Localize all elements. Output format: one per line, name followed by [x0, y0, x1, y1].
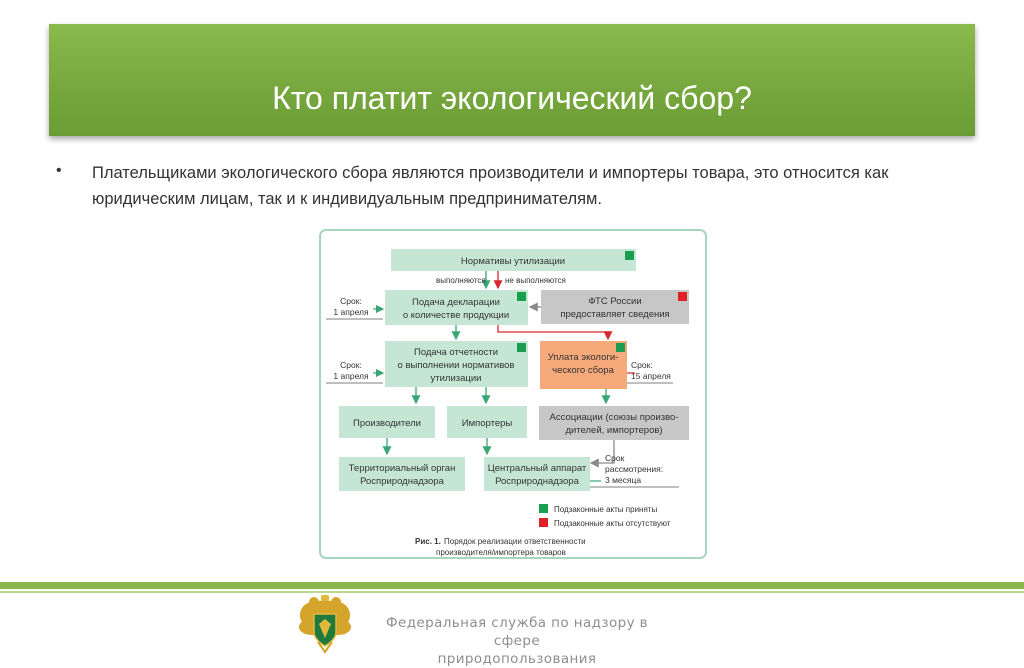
- review-line3: 3 месяца: [605, 475, 641, 485]
- slide-title: Кто платит экологический сбор?: [272, 80, 752, 116]
- bottom-bar: [0, 582, 1024, 589]
- bottom-divider: [0, 591, 1024, 593]
- fts-line1: ФТС России: [588, 296, 641, 307]
- diagram-frame: Нормативы утилизации выполняются не выпо…: [319, 229, 707, 559]
- review-line1: Срок: [605, 453, 625, 463]
- report-line2: о выполнении нормативов: [398, 360, 515, 371]
- territorial-line2: Росприроднадзора: [360, 476, 444, 487]
- declaration-box: [385, 290, 528, 325]
- associations-line1: Ассоциации (союзы произво-: [550, 412, 679, 423]
- arrow-associations-to-central: [589, 440, 615, 468]
- responsibility-flow-diagram: Нормативы утилизации выполняются не выпо…: [326, 249, 689, 557]
- associations-box: [539, 406, 689, 440]
- title-banner: Кто платит экологический сбор?: [49, 24, 975, 136]
- importers-label: Импортеры: [462, 418, 513, 429]
- fts-box: [541, 290, 689, 324]
- payment-deadline-date: 15 апреля: [631, 371, 671, 381]
- norms-box: [391, 249, 636, 271]
- caption-line1: Порядок реализации ответственности: [444, 537, 586, 546]
- fulfilled-label: выполняются: [436, 276, 486, 285]
- associations-line2: дителей, импортеров): [565, 425, 662, 436]
- importers-box: [447, 406, 527, 438]
- norms-label: Нормативы утилизации: [461, 256, 565, 267]
- agency-name-line2: природопользования: [437, 651, 597, 667]
- not-fulfilled-label: не выполняются: [505, 276, 566, 285]
- legend-green-label: Подзаконные акты приняты: [554, 505, 657, 514]
- deadline-label: Срок:: [340, 296, 362, 306]
- territorial-box: [339, 457, 465, 491]
- fts-line2: предоставляет сведения: [560, 309, 669, 320]
- report-box: [385, 341, 528, 387]
- declaration-line2: о количестве продукции: [403, 310, 509, 321]
- payment-line1: Уплата экологи-: [548, 352, 619, 363]
- deadline-date: 1 апреля: [333, 371, 369, 381]
- payment-box: [540, 341, 627, 389]
- caption-line2: производителя/импортера товаров: [436, 548, 566, 557]
- legend-green-swatch: [539, 504, 548, 513]
- report-line3: утилизации: [431, 373, 482, 384]
- status-marker-green: [625, 251, 634, 260]
- legend-red-label: Подзаконные акты отсутствуют: [554, 519, 671, 528]
- status-marker-green: [517, 292, 526, 301]
- agency-name-line1: Федеральная служба по надзору в сфере: [385, 615, 649, 649]
- report-line1: Подача отчетности: [414, 347, 498, 358]
- legend-red-swatch: [539, 518, 548, 527]
- producers-box: [339, 406, 435, 438]
- review-line2: рассмотрения:: [605, 464, 663, 474]
- status-marker-green: [616, 343, 625, 352]
- deadline-date: 1 апреля: [333, 307, 369, 317]
- payment-deadline-label: Срок:: [631, 360, 653, 370]
- payment-line2: ческого сбора: [552, 365, 614, 376]
- deadline-label: Срок:: [340, 360, 362, 370]
- status-marker-green: [517, 343, 526, 352]
- emblem-icon: [299, 595, 351, 654]
- declaration-line1: Подача декларации: [412, 297, 500, 308]
- territorial-line1: Территориальный орган: [349, 463, 456, 474]
- producers-label: Производители: [353, 418, 421, 429]
- central-line2: Росприроднадзора: [495, 476, 579, 487]
- arrow-declaration-to-payment: [497, 325, 613, 341]
- status-marker-red: [678, 292, 687, 301]
- central-line1: Центральный аппарат: [488, 463, 587, 474]
- bullet-text: Плательщиками экологического сбора являю…: [92, 164, 889, 208]
- caption-prefix: Рис. 1.: [415, 537, 441, 546]
- bullet-icon: •: [56, 162, 62, 179]
- central-box: [484, 457, 590, 491]
